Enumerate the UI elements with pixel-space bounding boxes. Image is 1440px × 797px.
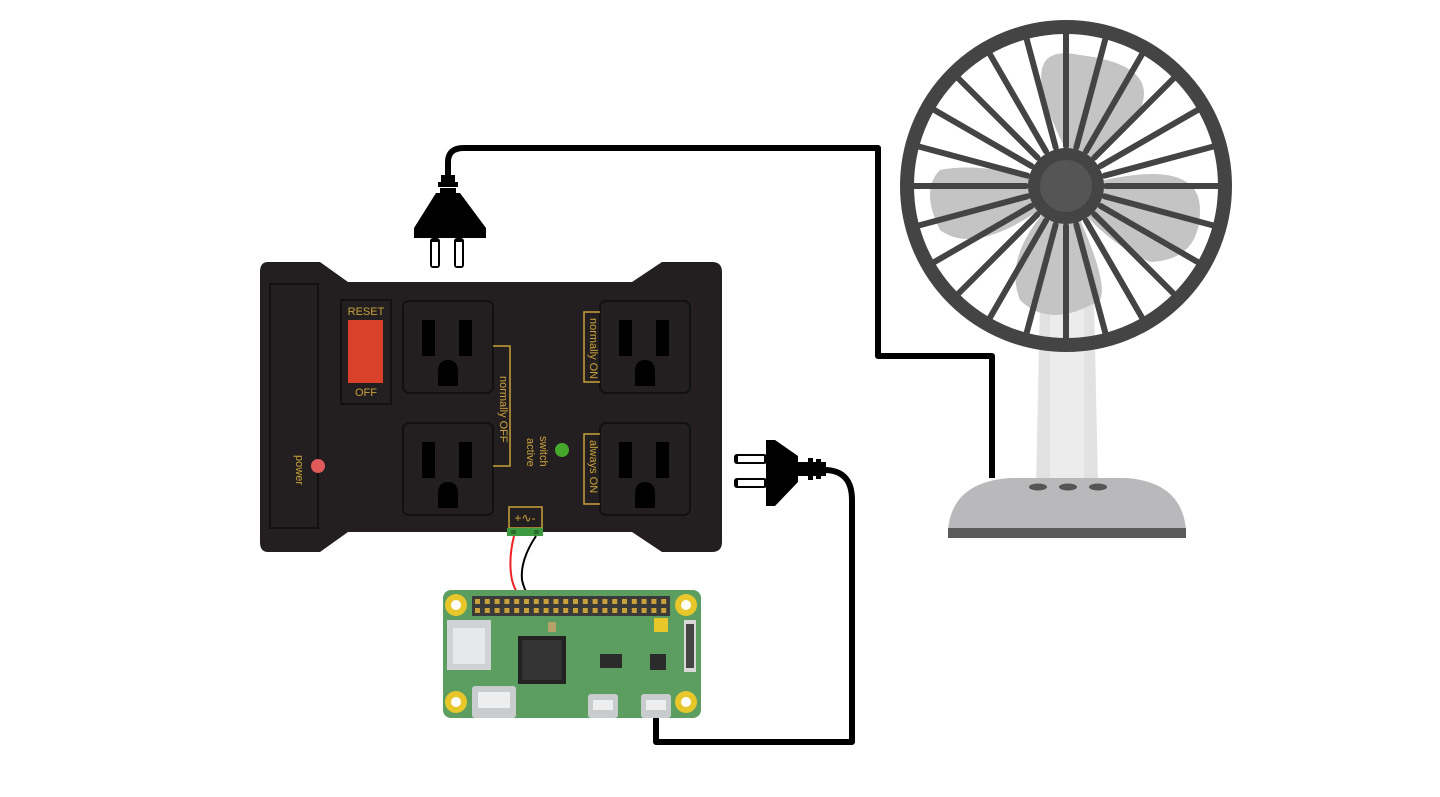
fan-spoke xyxy=(1073,221,1109,337)
switch-active-label-line1: switch xyxy=(537,436,549,467)
gpio-pin xyxy=(543,608,549,613)
switch-active-led xyxy=(555,443,569,457)
gpio-pin xyxy=(533,599,539,604)
fan-cable xyxy=(445,145,995,478)
fan-spoke xyxy=(930,106,1035,169)
outlet-always-on xyxy=(599,422,691,516)
fan-spoke xyxy=(1023,221,1059,337)
outlet-normally-on xyxy=(599,300,691,394)
gpio-pin xyxy=(641,608,647,613)
gpio-pin xyxy=(494,599,500,604)
gpio-pin xyxy=(661,599,667,604)
gpio-pin xyxy=(543,599,549,604)
fan-spoke xyxy=(915,143,1031,179)
gpio-pin xyxy=(514,608,520,613)
pi-ac-plug-icon xyxy=(734,440,826,506)
gpio-pin xyxy=(631,608,637,613)
fan-spoke xyxy=(1097,106,1202,169)
gpio-pin xyxy=(514,599,520,604)
fan-spoke xyxy=(1023,35,1059,151)
normally-on-label: normally ON xyxy=(587,318,599,379)
gpio-pin xyxy=(524,608,529,613)
pi-power-cable xyxy=(653,467,855,745)
raspberry-pi-zero xyxy=(443,590,701,718)
fan-spoke xyxy=(1073,35,1109,151)
gpio-pin xyxy=(622,599,627,604)
gpio-pin xyxy=(622,608,627,613)
gpio-pin xyxy=(631,599,637,604)
gpio-pin xyxy=(475,599,480,604)
terminal-label: +∿- xyxy=(514,511,535,525)
fan-spoke xyxy=(1083,217,1146,322)
gpio-pin xyxy=(592,599,598,604)
reset-switch[interactable] xyxy=(348,320,383,383)
gpio-pin xyxy=(651,608,657,613)
always-on-label: always ON xyxy=(587,440,599,493)
gpio-pin xyxy=(484,608,490,613)
gpio-pin xyxy=(494,608,500,613)
normally-off-label: normally OFF xyxy=(497,376,509,443)
fan-spoke xyxy=(915,193,1031,229)
terminal-block xyxy=(507,528,543,536)
gpio-pin xyxy=(612,599,618,604)
reset-label: RESET xyxy=(348,306,385,318)
gpio-pin xyxy=(582,608,588,613)
gpio-pin xyxy=(573,599,578,604)
switch-active-label-line2: active xyxy=(524,438,536,467)
power-led xyxy=(311,459,325,473)
fan-spoke xyxy=(1101,143,1217,179)
gpio-pin xyxy=(553,608,559,613)
gpio-pin xyxy=(641,599,647,604)
gpio-pin xyxy=(484,599,490,604)
gpio-pin xyxy=(592,608,598,613)
gpio-pin xyxy=(661,608,667,613)
power-panel xyxy=(269,283,319,529)
fan-spoke xyxy=(986,217,1049,322)
gpio-pin xyxy=(504,599,510,604)
gpio-pin xyxy=(553,599,559,604)
power-label: power xyxy=(293,455,305,485)
outlet-normally-off-top xyxy=(402,300,494,394)
fan-spoke xyxy=(986,50,1049,155)
fan-spoke xyxy=(1091,211,1178,298)
gpio-pin xyxy=(504,608,510,613)
gpio-pin xyxy=(651,599,657,604)
gpio-pin xyxy=(533,608,539,613)
fan-spoke xyxy=(1091,74,1178,161)
gpio-pin xyxy=(602,599,608,604)
fan-spoke xyxy=(954,74,1041,161)
fan-ac-plug-icon xyxy=(414,175,486,268)
gpio-pin xyxy=(602,608,608,613)
fan-spoke xyxy=(1101,193,1217,229)
fan-spoke xyxy=(954,211,1041,298)
gpio-pin xyxy=(475,608,480,613)
gpio-pin xyxy=(612,608,618,613)
gpio-pin xyxy=(573,608,578,613)
desk-fan-icon xyxy=(900,20,1232,538)
fan-spoke xyxy=(1097,203,1202,266)
outlet-normally-off-bottom xyxy=(402,422,494,516)
fan-spoke xyxy=(1083,50,1146,155)
gpio-pin xyxy=(563,608,569,613)
gpio-pin xyxy=(582,599,588,604)
fan-spoke xyxy=(930,203,1035,266)
gpio-pin xyxy=(524,599,529,604)
relay-power-strip: power RESET OFF xyxy=(260,262,722,552)
off-label: OFF xyxy=(355,387,377,399)
gpio-pin xyxy=(563,599,569,604)
